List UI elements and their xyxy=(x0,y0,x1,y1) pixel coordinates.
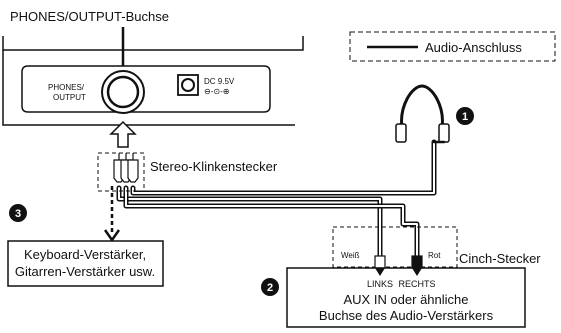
aux-in-line1: AUX IN oder ähnliche xyxy=(343,292,468,307)
stereo-plug-label: Stereo-Klinkenstecker xyxy=(150,159,278,174)
panel-phones-label-line2: OUTPUT xyxy=(53,93,86,102)
cinch-plug-label: Cinch-Stecker xyxy=(459,251,541,266)
cinch-white-label: Weiß xyxy=(341,251,360,260)
keyboard-amp-line2: Gitarren-Verstärker usw. xyxy=(15,264,155,279)
keyboard-amp-box xyxy=(7,240,164,287)
cinch-red-label: Rot xyxy=(428,251,441,260)
svg-text:1: 1 xyxy=(462,111,468,123)
dc-power-jack-icon xyxy=(177,74,199,96)
stereo-plug-icon xyxy=(113,153,139,183)
keyboard-amp-line1: Keyboard-Verstärker, xyxy=(24,247,146,262)
phones-output-jack-icon xyxy=(101,70,145,114)
keyboard-rear-panel xyxy=(2,36,304,126)
svg-text:3: 3 xyxy=(15,208,21,220)
badge-2 xyxy=(261,278,279,296)
right-channel-label: RECHTS xyxy=(398,279,435,289)
down-arrow-icon xyxy=(103,229,121,243)
left-input-arrow-icon xyxy=(375,268,385,276)
aux-in-line2: Buchse des Audio-Verstärkers xyxy=(319,308,494,323)
panel-phones-label-line1: PHONES/ xyxy=(48,83,85,92)
headphones-icon xyxy=(395,84,450,143)
stereo-plug-box xyxy=(97,152,145,192)
svg-text:2: 2 xyxy=(267,282,273,294)
jack-title-label: PHONES/OUTPUT-Buchse xyxy=(10,9,169,24)
legend-label: Audio-Anschluss xyxy=(425,40,522,55)
right-input-arrow-icon xyxy=(412,268,422,276)
legend-box xyxy=(349,31,556,62)
aux-in-box xyxy=(286,267,526,328)
left-channel-label: LINKS xyxy=(367,279,393,289)
insert-arrow-icon xyxy=(109,120,137,148)
badge-1 xyxy=(456,107,474,125)
dc-polarity-label: ⊖-⊙-⊕ xyxy=(204,87,229,96)
cinch-plug-box xyxy=(332,226,458,268)
dc-voltage-label: DC 9.5V xyxy=(204,77,235,86)
badge-3 xyxy=(9,204,27,222)
